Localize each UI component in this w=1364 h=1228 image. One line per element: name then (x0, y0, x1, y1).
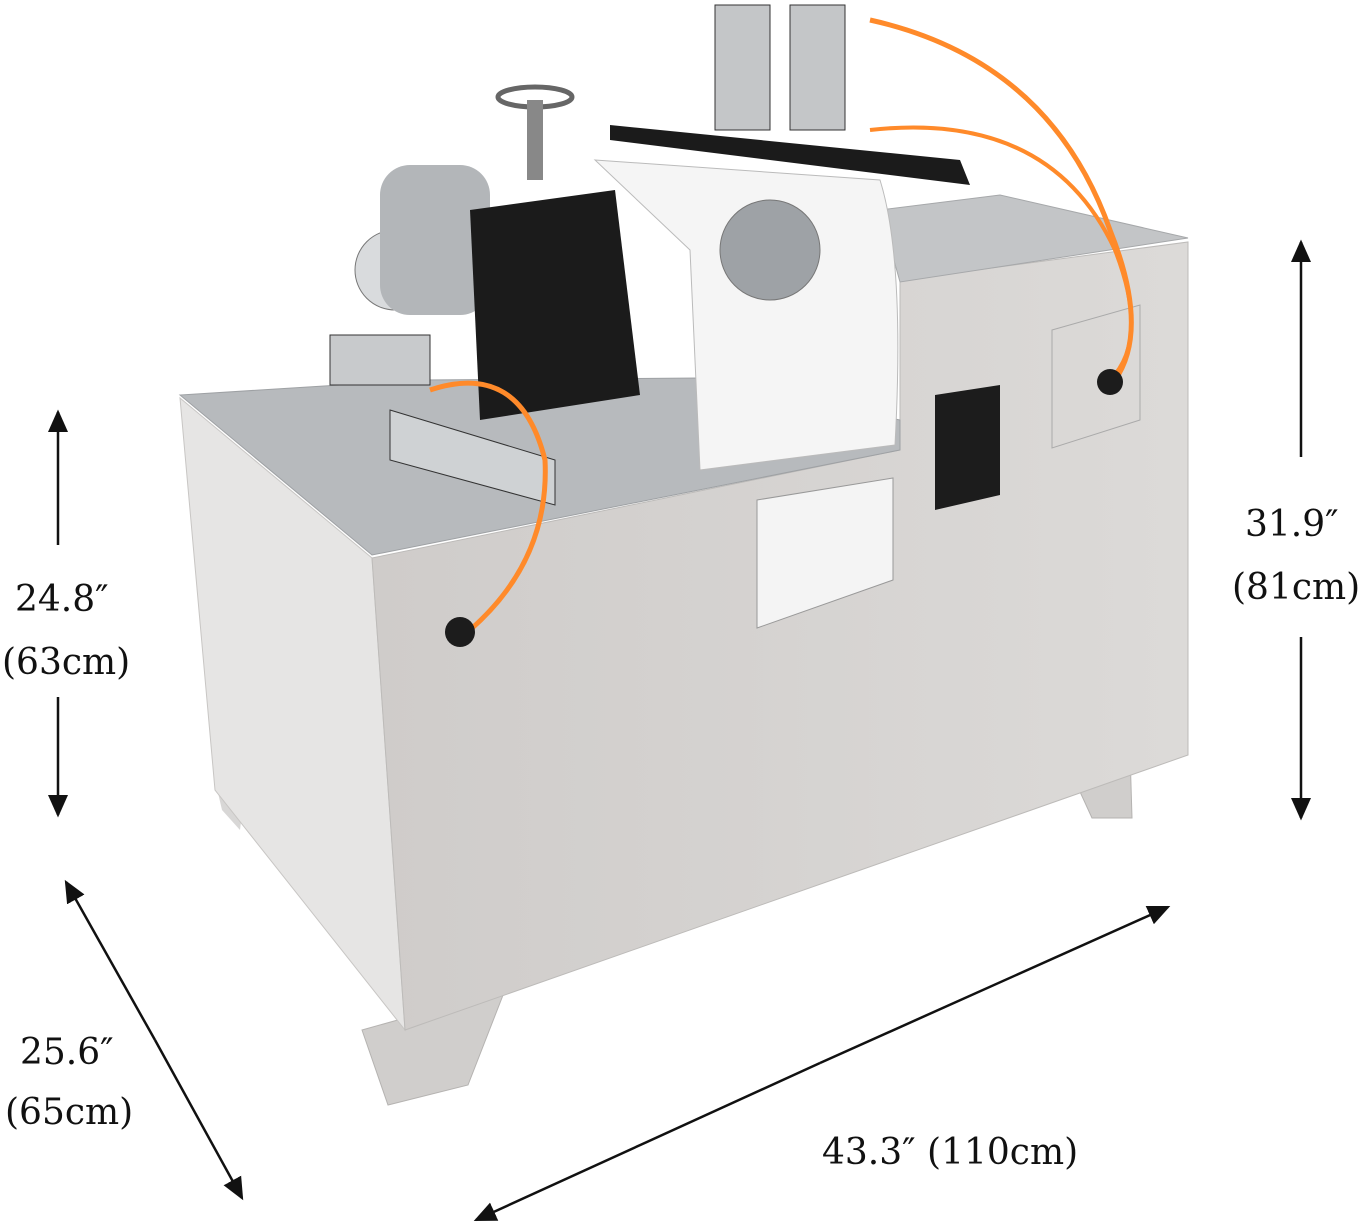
height-front-cm: (63cm) (2, 642, 131, 683)
front-cylinder (389, 409, 556, 506)
depth-arrow-b (153, 1039, 244, 1201)
pneumatic-cylinder-2 (789, 4, 846, 131)
cylinder-mount-bar (610, 125, 970, 185)
blade-guard (593, 159, 899, 471)
width-label: 43.3″ (110cm) (822, 1132, 1079, 1173)
feed-cylinder (329, 334, 431, 386)
handwheel-shaft (527, 100, 543, 180)
black-bracket (470, 190, 640, 420)
pneumatic-cylinder-1 (714, 4, 771, 131)
depth-arrow-a (64, 879, 157, 1041)
width-arrow-a (819, 905, 1171, 1065)
height-front-inches: 24.8″ (15, 579, 109, 620)
air-hose-right-2 (869, 125, 1134, 382)
hose-grommet-left (445, 617, 475, 647)
depth-inches: 25.6″ (20, 1032, 114, 1073)
saw-blade (719, 199, 821, 301)
height-total-inches: 31.9″ (1245, 504, 1339, 545)
hose-grommet-right (1097, 369, 1123, 395)
height-total-cm: (81cm) (1232, 567, 1361, 608)
width-arrow-b (473, 1061, 821, 1222)
depth-cm: (65cm) (5, 1092, 134, 1133)
side-window (935, 385, 1000, 510)
access-plate (1051, 304, 1141, 449)
motor-body (380, 165, 490, 315)
air-hose-left (429, 380, 548, 632)
front-opening (756, 477, 894, 629)
